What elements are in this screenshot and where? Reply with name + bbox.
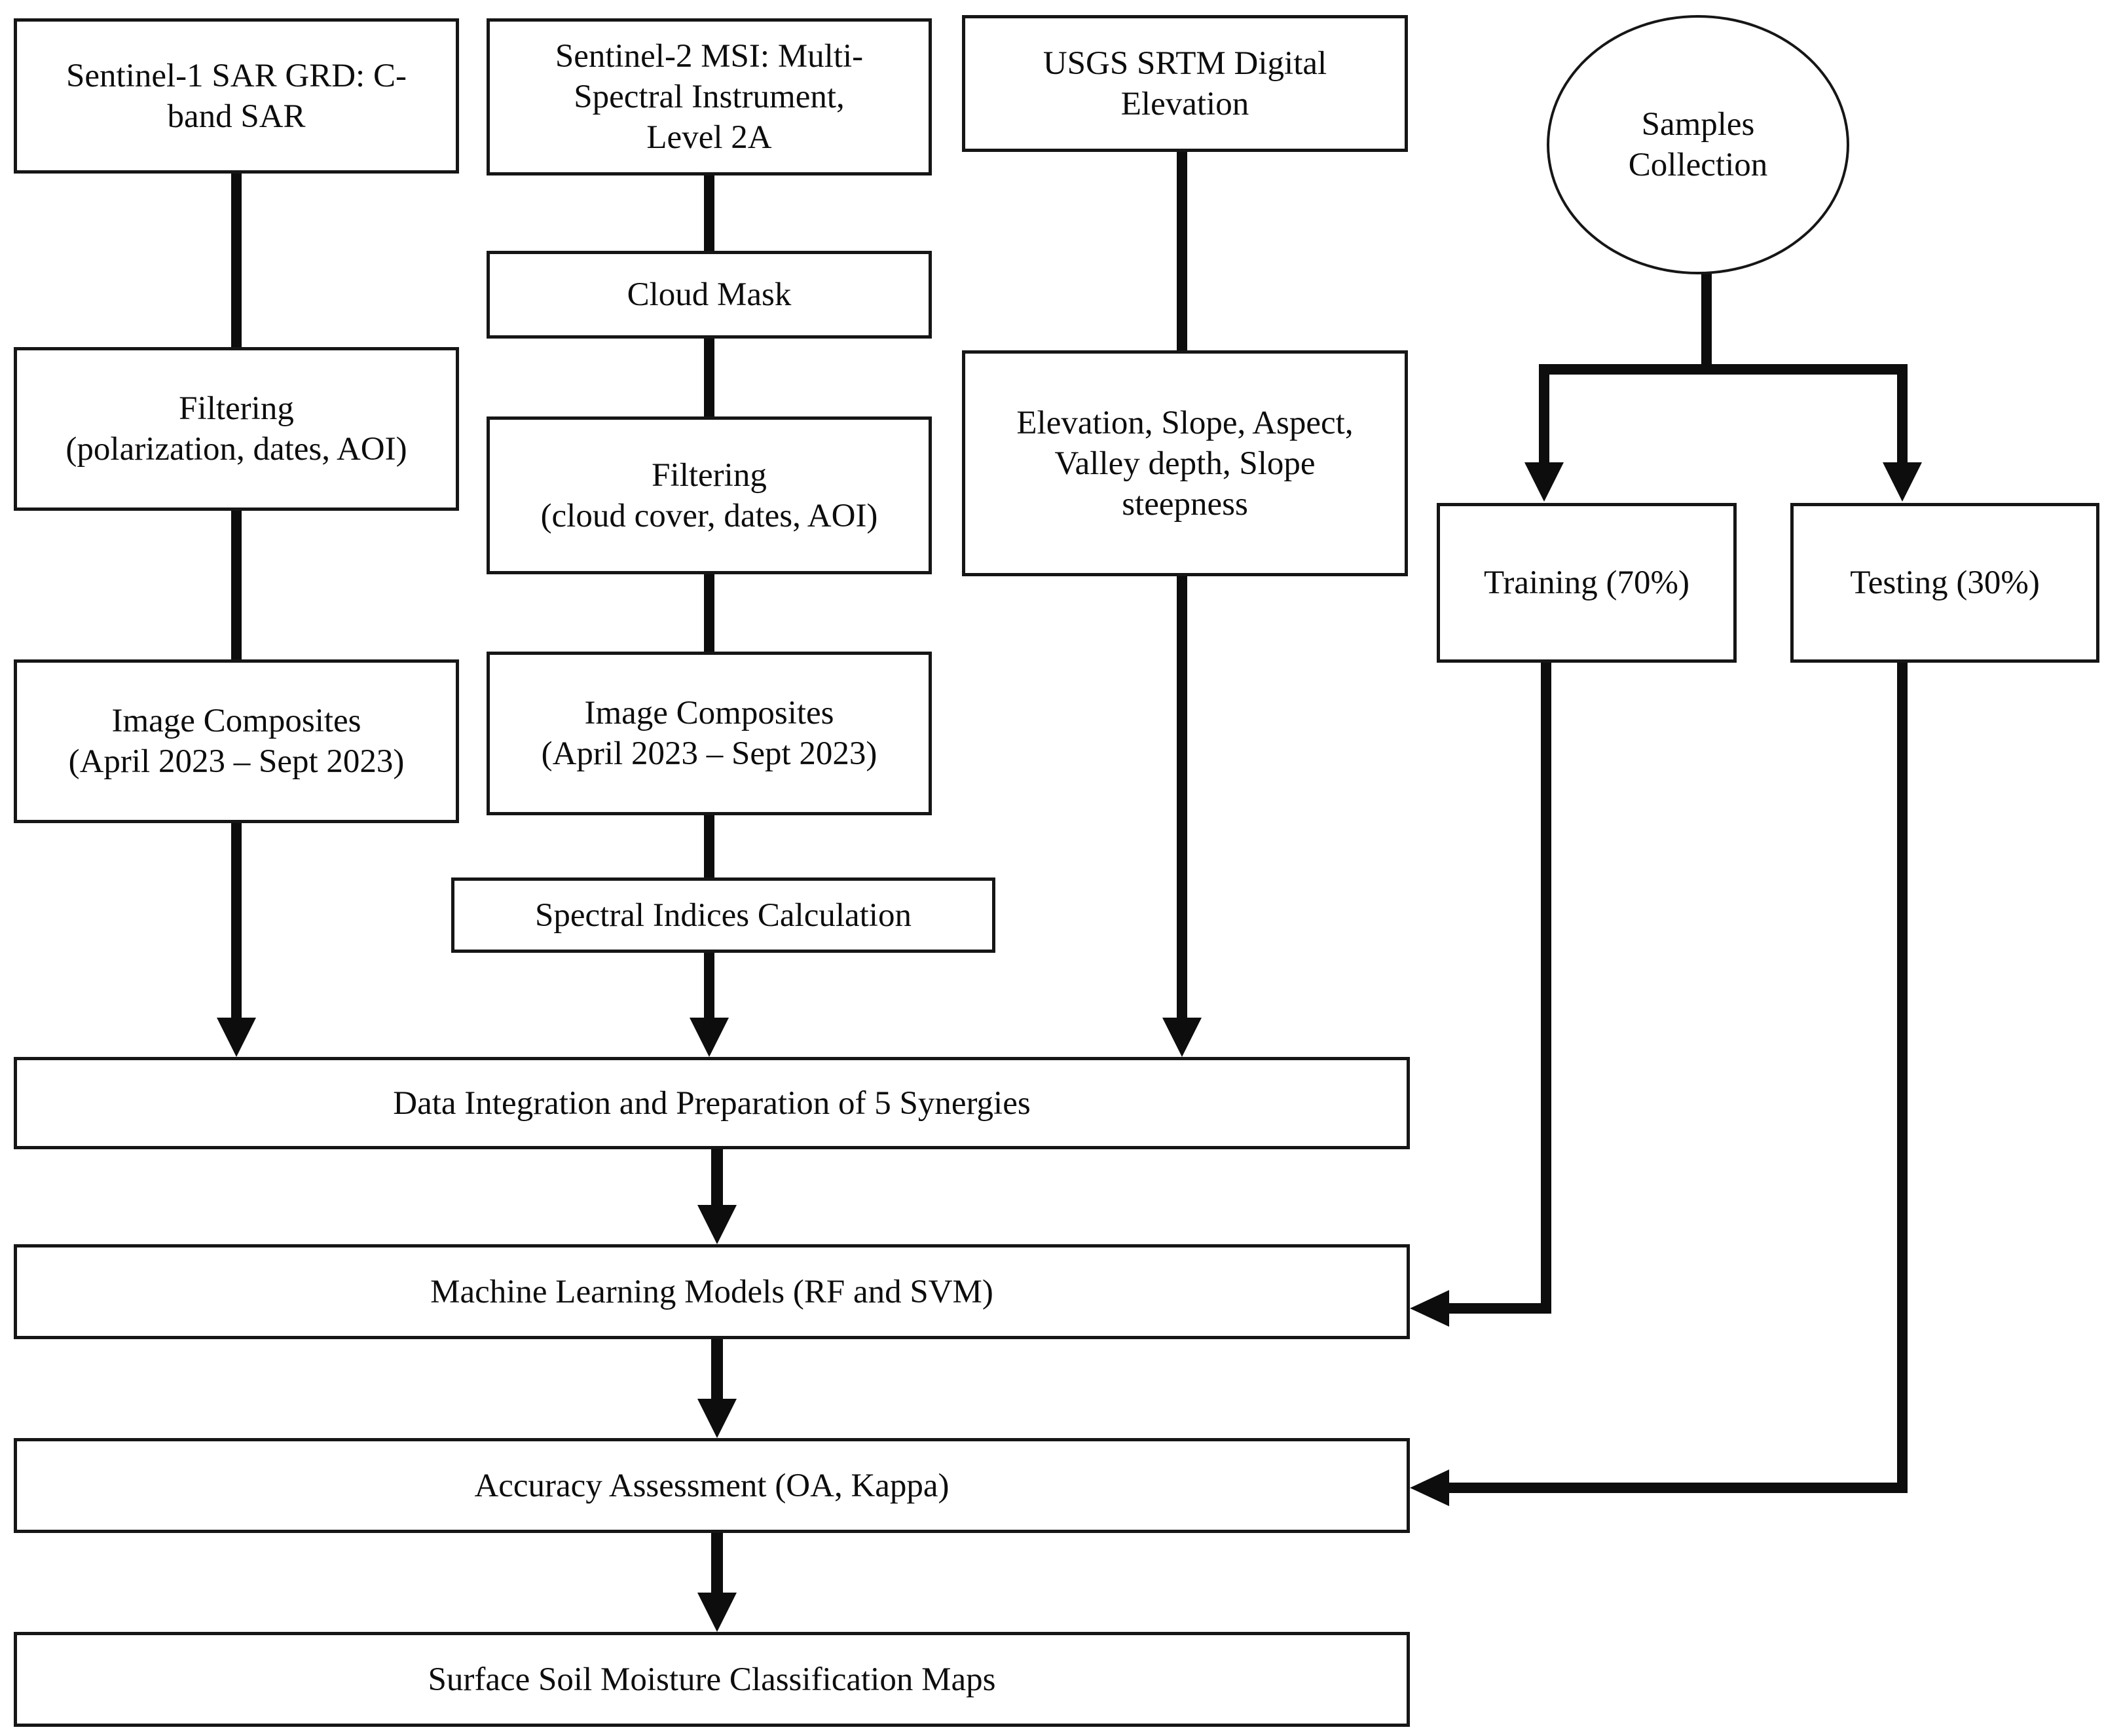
arrowhead-into-testing <box>1883 462 1922 502</box>
node-label-line: Spectral Indices Calculation <box>535 896 912 934</box>
node-samples-collection: Samples Collection <box>1547 15 1849 274</box>
arrowhead-s2-into-integration <box>690 1018 729 1057</box>
node-label-line: Training (70%) <box>1483 564 1690 601</box>
node-label-line: (April 2023 – Sept 2023) <box>68 743 405 780</box>
edge-s1-composites-to-integration <box>231 821 242 1021</box>
node-label-line: Collection <box>1628 147 1768 183</box>
node-label-line: Elevation, Slope, Aspect, <box>1016 404 1354 441</box>
edge-integration-to-ml <box>711 1147 723 1208</box>
node-label-line: Filtering <box>179 390 294 427</box>
node-ml-models: Machine Learning Models (RF and SVM) <box>14 1244 1410 1339</box>
edge-terrain-to-integration <box>1177 574 1187 1021</box>
arrowhead-dem-into-integration <box>1162 1018 1202 1057</box>
node-label-line: Testing (30%) <box>1850 564 2040 601</box>
node-sentinel2-source: Sentinel-2 MSI: Multi- Spectral Instrume… <box>487 18 932 175</box>
node-label-line: (cloud cover, dates, AOI) <box>540 497 878 534</box>
node-testing-split: Testing (30%) <box>1790 503 2099 663</box>
node-label-line: Surface Soil Moisture Classification Map… <box>428 1661 996 1698</box>
edge-spectral-to-integration <box>704 951 714 1021</box>
node-spectral-indices: Spectral Indices Calculation <box>451 877 995 953</box>
node-sentinel1-source: Sentinel-1 SAR GRD: C- band SAR <box>14 18 459 174</box>
node-s2-image-composites: Image Composites (April 2023 – Sept 2023… <box>487 652 932 815</box>
arrowhead-into-accuracy <box>697 1399 737 1438</box>
node-training-split: Training (70%) <box>1437 503 1737 663</box>
node-data-integration: Data Integration and Preparation of 5 Sy… <box>14 1057 1410 1149</box>
node-label-line: Level 2A <box>646 119 772 156</box>
node-s1-image-composites: Image Composites (April 2023 – Sept 2023… <box>14 659 459 823</box>
node-label-line: Image Composites <box>111 703 361 739</box>
node-label-line: USGS SRTM Digital <box>1043 45 1327 82</box>
node-label-line: Data Integration and Preparation of 5 Sy… <box>393 1084 1031 1122</box>
node-label-line: Sentinel-2 MSI: Multi- <box>555 38 864 75</box>
arrowhead-into-maps <box>697 1593 737 1632</box>
edge-samples-stem <box>1701 271 1712 369</box>
edge-s1-filtering-to-composites <box>231 509 242 662</box>
node-terrain-derivatives: Elevation, Slope, Aspect, Valley depth, … <box>962 350 1408 576</box>
node-label-line: Cloud Mask <box>627 276 792 313</box>
node-label-line: Sentinel-1 SAR GRD: C- <box>66 57 407 94</box>
arrowhead-into-ml <box>697 1205 737 1244</box>
node-cloud-mask: Cloud Mask <box>487 251 932 339</box>
edge-training-down <box>1541 661 1551 1314</box>
arrowhead-s1-into-integration <box>217 1018 256 1057</box>
node-label-line: Image Composites <box>584 695 834 731</box>
edge-s2-source-to-cloudmask <box>704 174 714 253</box>
node-label-line: Valley depth, Slope <box>1054 445 1316 482</box>
node-label-line: Samples <box>1641 106 1755 143</box>
edge-s1-source-to-filtering <box>231 172 242 350</box>
edge-dem-source-to-terrain <box>1177 150 1187 353</box>
edge-cloudmask-to-s2-filtering <box>704 337 714 419</box>
node-accuracy-assessment: Accuracy Assessment (OA, Kappa) <box>14 1438 1410 1533</box>
edge-training-horizontal <box>1447 1303 1551 1314</box>
node-soil-moisture-maps: Surface Soil Moisture Classification Map… <box>14 1632 1410 1727</box>
node-label-line: Filtering <box>652 456 767 494</box>
edge-split-to-testing <box>1897 364 1908 464</box>
node-s2-filtering: Filtering (cloud cover, dates, AOI) <box>487 416 932 574</box>
node-label-line: Spectral Instrument, <box>574 79 845 115</box>
edge-split-to-training <box>1539 364 1549 464</box>
node-label-line: Elevation <box>1120 85 1249 122</box>
arrowhead-testing-into-accuracy <box>1410 1469 1449 1506</box>
node-usgs-srtm-source: USGS SRTM Digital Elevation <box>962 15 1408 152</box>
node-label-line: Machine Learning Models (RF and SVM) <box>430 1273 993 1310</box>
node-label-line: steepness <box>1122 485 1248 523</box>
arrowhead-into-training <box>1524 462 1564 502</box>
edge-accuracy-to-maps <box>711 1531 723 1595</box>
edge-samples-split-horizontal <box>1539 364 1908 375</box>
edge-testing-horizontal <box>1447 1483 1908 1493</box>
arrowhead-training-into-ml <box>1410 1290 1449 1327</box>
node-label-line: Accuracy Assessment (OA, Kappa) <box>474 1467 950 1504</box>
node-s1-filtering: Filtering (polarization, dates, AOI) <box>14 347 459 511</box>
edge-s2-composites-to-spectral <box>704 813 714 880</box>
node-label-line: (April 2023 – Sept 2023) <box>541 735 877 772</box>
node-label-line: (polarization, dates, AOI) <box>65 431 407 468</box>
edge-s2-filtering-to-composites <box>704 572 714 654</box>
edge-testing-down <box>1897 661 1908 1493</box>
edge-ml-to-accuracy <box>711 1337 723 1401</box>
node-label-line: band SAR <box>167 98 306 135</box>
